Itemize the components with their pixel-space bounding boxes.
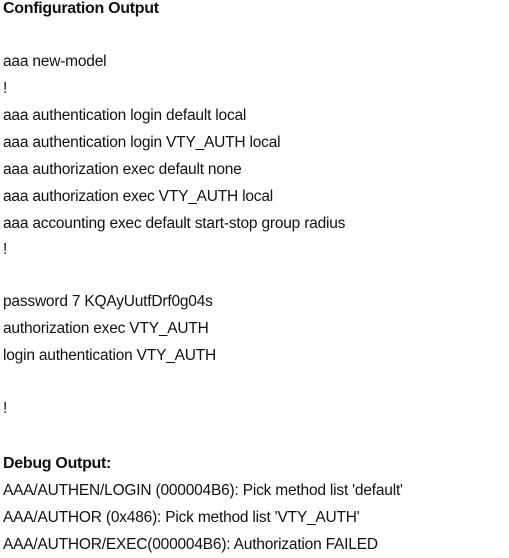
config-line: authorization exec VTY_AUTH (3, 320, 209, 337)
config-line: aaa new-model (3, 53, 107, 70)
config-line: aaa authorization exec default none (3, 161, 242, 178)
config-output-heading: Configuration Output (3, 0, 159, 17)
debug-line: AAA/AUTHEN/LOGIN (000004B6): Pick method… (3, 482, 403, 499)
config-line: ! (3, 80, 8, 97)
config-line: aaa authorization exec VTY_AUTH local (3, 188, 274, 205)
config-line: ! (3, 400, 8, 417)
config-line: aaa accounting exec default start-stop g… (3, 215, 346, 232)
config-line: aaa authentication login VTY_AUTH local (3, 134, 281, 151)
config-line: login authentication VTY_AUTH (3, 347, 217, 364)
debug-output-heading: Debug Output: (3, 455, 112, 472)
config-line: ! (3, 241, 8, 258)
config-line: password 7 KQAyUutfDrf0g04s (3, 293, 213, 310)
config-line: aaa authentication login default local (3, 107, 247, 124)
debug-line: AAA/AUTHOR/EXEC(000004B6): Authorization… (3, 536, 378, 553)
debug-line: AAA/AUTHOR (0x486): Pick method list 'VT… (3, 509, 360, 526)
